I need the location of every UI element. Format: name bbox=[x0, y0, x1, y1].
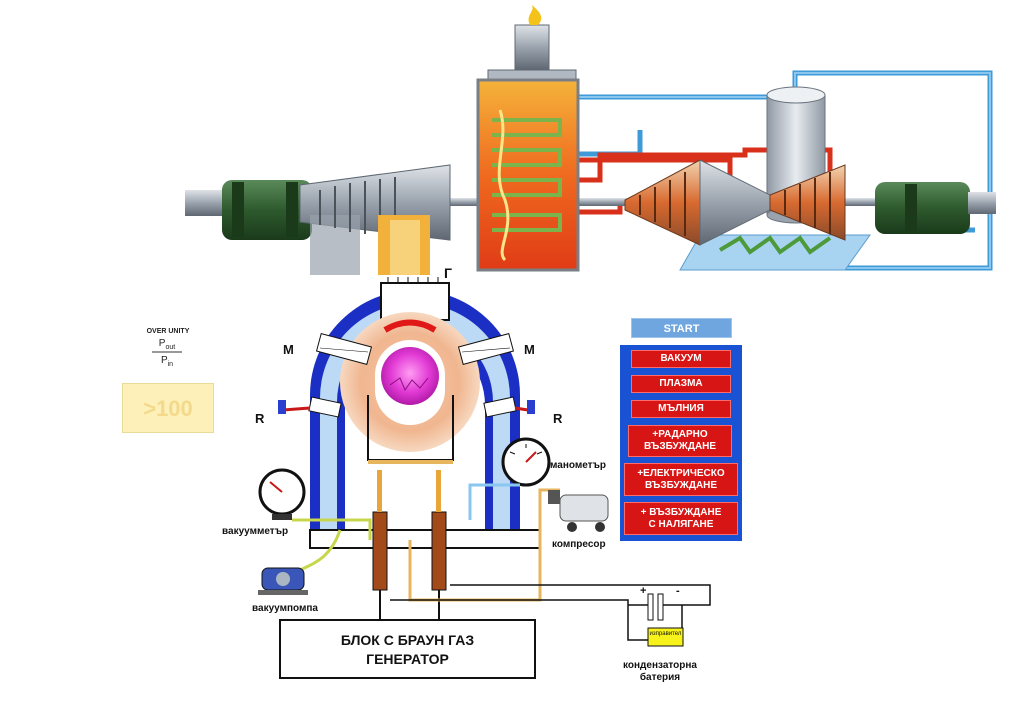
electrode-left bbox=[372, 511, 388, 591]
manometer-label: манометър bbox=[550, 460, 606, 471]
power-plant: Г bbox=[185, 5, 996, 281]
right-generator bbox=[875, 182, 996, 234]
vacuum-gauge bbox=[258, 468, 306, 520]
electric-excitation-line2: ВЪЗБУЖДАНЕ bbox=[644, 479, 718, 491]
lightning-button[interactable]: МЪЛНИЯ bbox=[631, 400, 731, 418]
electric-excitation-button[interactable]: +ЕЛЕКТРИЧЕСКО ВЪЗБУЖДАНЕ bbox=[624, 463, 738, 496]
burner-column bbox=[378, 215, 430, 275]
radar-emitter-left bbox=[278, 396, 342, 418]
radar-emitter-right bbox=[483, 396, 535, 418]
battery-minus: - bbox=[676, 585, 680, 597]
pressure-excitation-line1: + ВЪЗБУЖДАНЕ bbox=[640, 506, 722, 518]
over-unity-value: >100 bbox=[122, 383, 214, 433]
radar-excitation-line1: +РАДАРНО bbox=[652, 429, 708, 440]
lightning-button-label: МЪЛНИЯ bbox=[658, 403, 704, 414]
brown-gas-generator bbox=[279, 619, 536, 679]
generator-label-2: ГЕНЕРАТОР bbox=[366, 651, 449, 667]
plasma-button-label: ПЛАЗМА bbox=[659, 378, 703, 389]
turbine bbox=[624, 159, 846, 246]
electrode-right bbox=[431, 511, 447, 591]
plasma-button[interactable]: ПЛАЗМА bbox=[631, 375, 731, 393]
magnet-right bbox=[457, 332, 515, 366]
radar-excitation-line2: ВЪЗБУЖДАНЕ bbox=[643, 441, 717, 452]
rectifier bbox=[647, 627, 684, 647]
generator-label-1: БЛОК С БРАУН ГАЗ bbox=[340, 632, 475, 648]
pressure-gauge bbox=[501, 437, 551, 487]
vacuum-button[interactable]: ВАКУУМ bbox=[631, 350, 731, 368]
radar-label-left: R bbox=[255, 411, 265, 426]
air-compressor bbox=[548, 490, 609, 532]
vacuum-gauge-label: вакуумметър bbox=[222, 526, 289, 537]
magnet-label-left: M bbox=[283, 342, 294, 357]
magnet-label-right: M bbox=[524, 342, 535, 357]
condenser-basin bbox=[679, 234, 871, 271]
vacuum-button-label: ВАКУУМ bbox=[660, 353, 702, 364]
rectifier-label: изправител bbox=[649, 631, 682, 637]
vacuum-hose bbox=[292, 518, 372, 540]
electric-excitation-line1: +ЕЛЕКТРИЧЕСКО bbox=[637, 467, 725, 479]
vacuum-pump bbox=[258, 567, 308, 595]
capacitor-label-1: кондензаторна bbox=[623, 660, 697, 671]
left-generator bbox=[185, 180, 312, 240]
ratio-denominator: Pin bbox=[160, 355, 174, 368]
magnet-left bbox=[315, 332, 373, 366]
start-button[interactable]: START bbox=[631, 318, 732, 338]
control-panel: ВАКУУМ ПЛАЗМА МЪЛНИЯ +РАДАРНО ВЪЗБУЖДАНЕ… bbox=[620, 345, 742, 541]
battery-plus: + bbox=[640, 585, 647, 597]
plasma-chamber bbox=[309, 277, 541, 620]
base-plate bbox=[309, 529, 541, 549]
pressure-excitation-line2: С НАЛЯГАНЕ bbox=[648, 518, 714, 530]
pressure-excitation-button[interactable]: + ВЪЗБУЖДАНЕ С НАЛЯГАНЕ bbox=[624, 502, 738, 535]
boiler bbox=[476, 5, 580, 272]
cut-letter: Г bbox=[444, 265, 452, 281]
ratio-numerator: Pout bbox=[158, 338, 176, 351]
over-unity-caption: OVER UNITY bbox=[146, 328, 190, 335]
plasma-ball bbox=[381, 347, 439, 405]
capacitor-bank bbox=[628, 593, 682, 621]
compressor-label: компресор bbox=[552, 539, 606, 550]
radar-label-right: R bbox=[553, 411, 563, 426]
vacuum-pump-label: вакуумпомпа bbox=[252, 603, 318, 614]
capacitor-label-2: батерия bbox=[639, 672, 681, 683]
radar-excitation-button[interactable]: +РАДАРНО ВЪЗБУЖДАНЕ bbox=[628, 425, 732, 457]
